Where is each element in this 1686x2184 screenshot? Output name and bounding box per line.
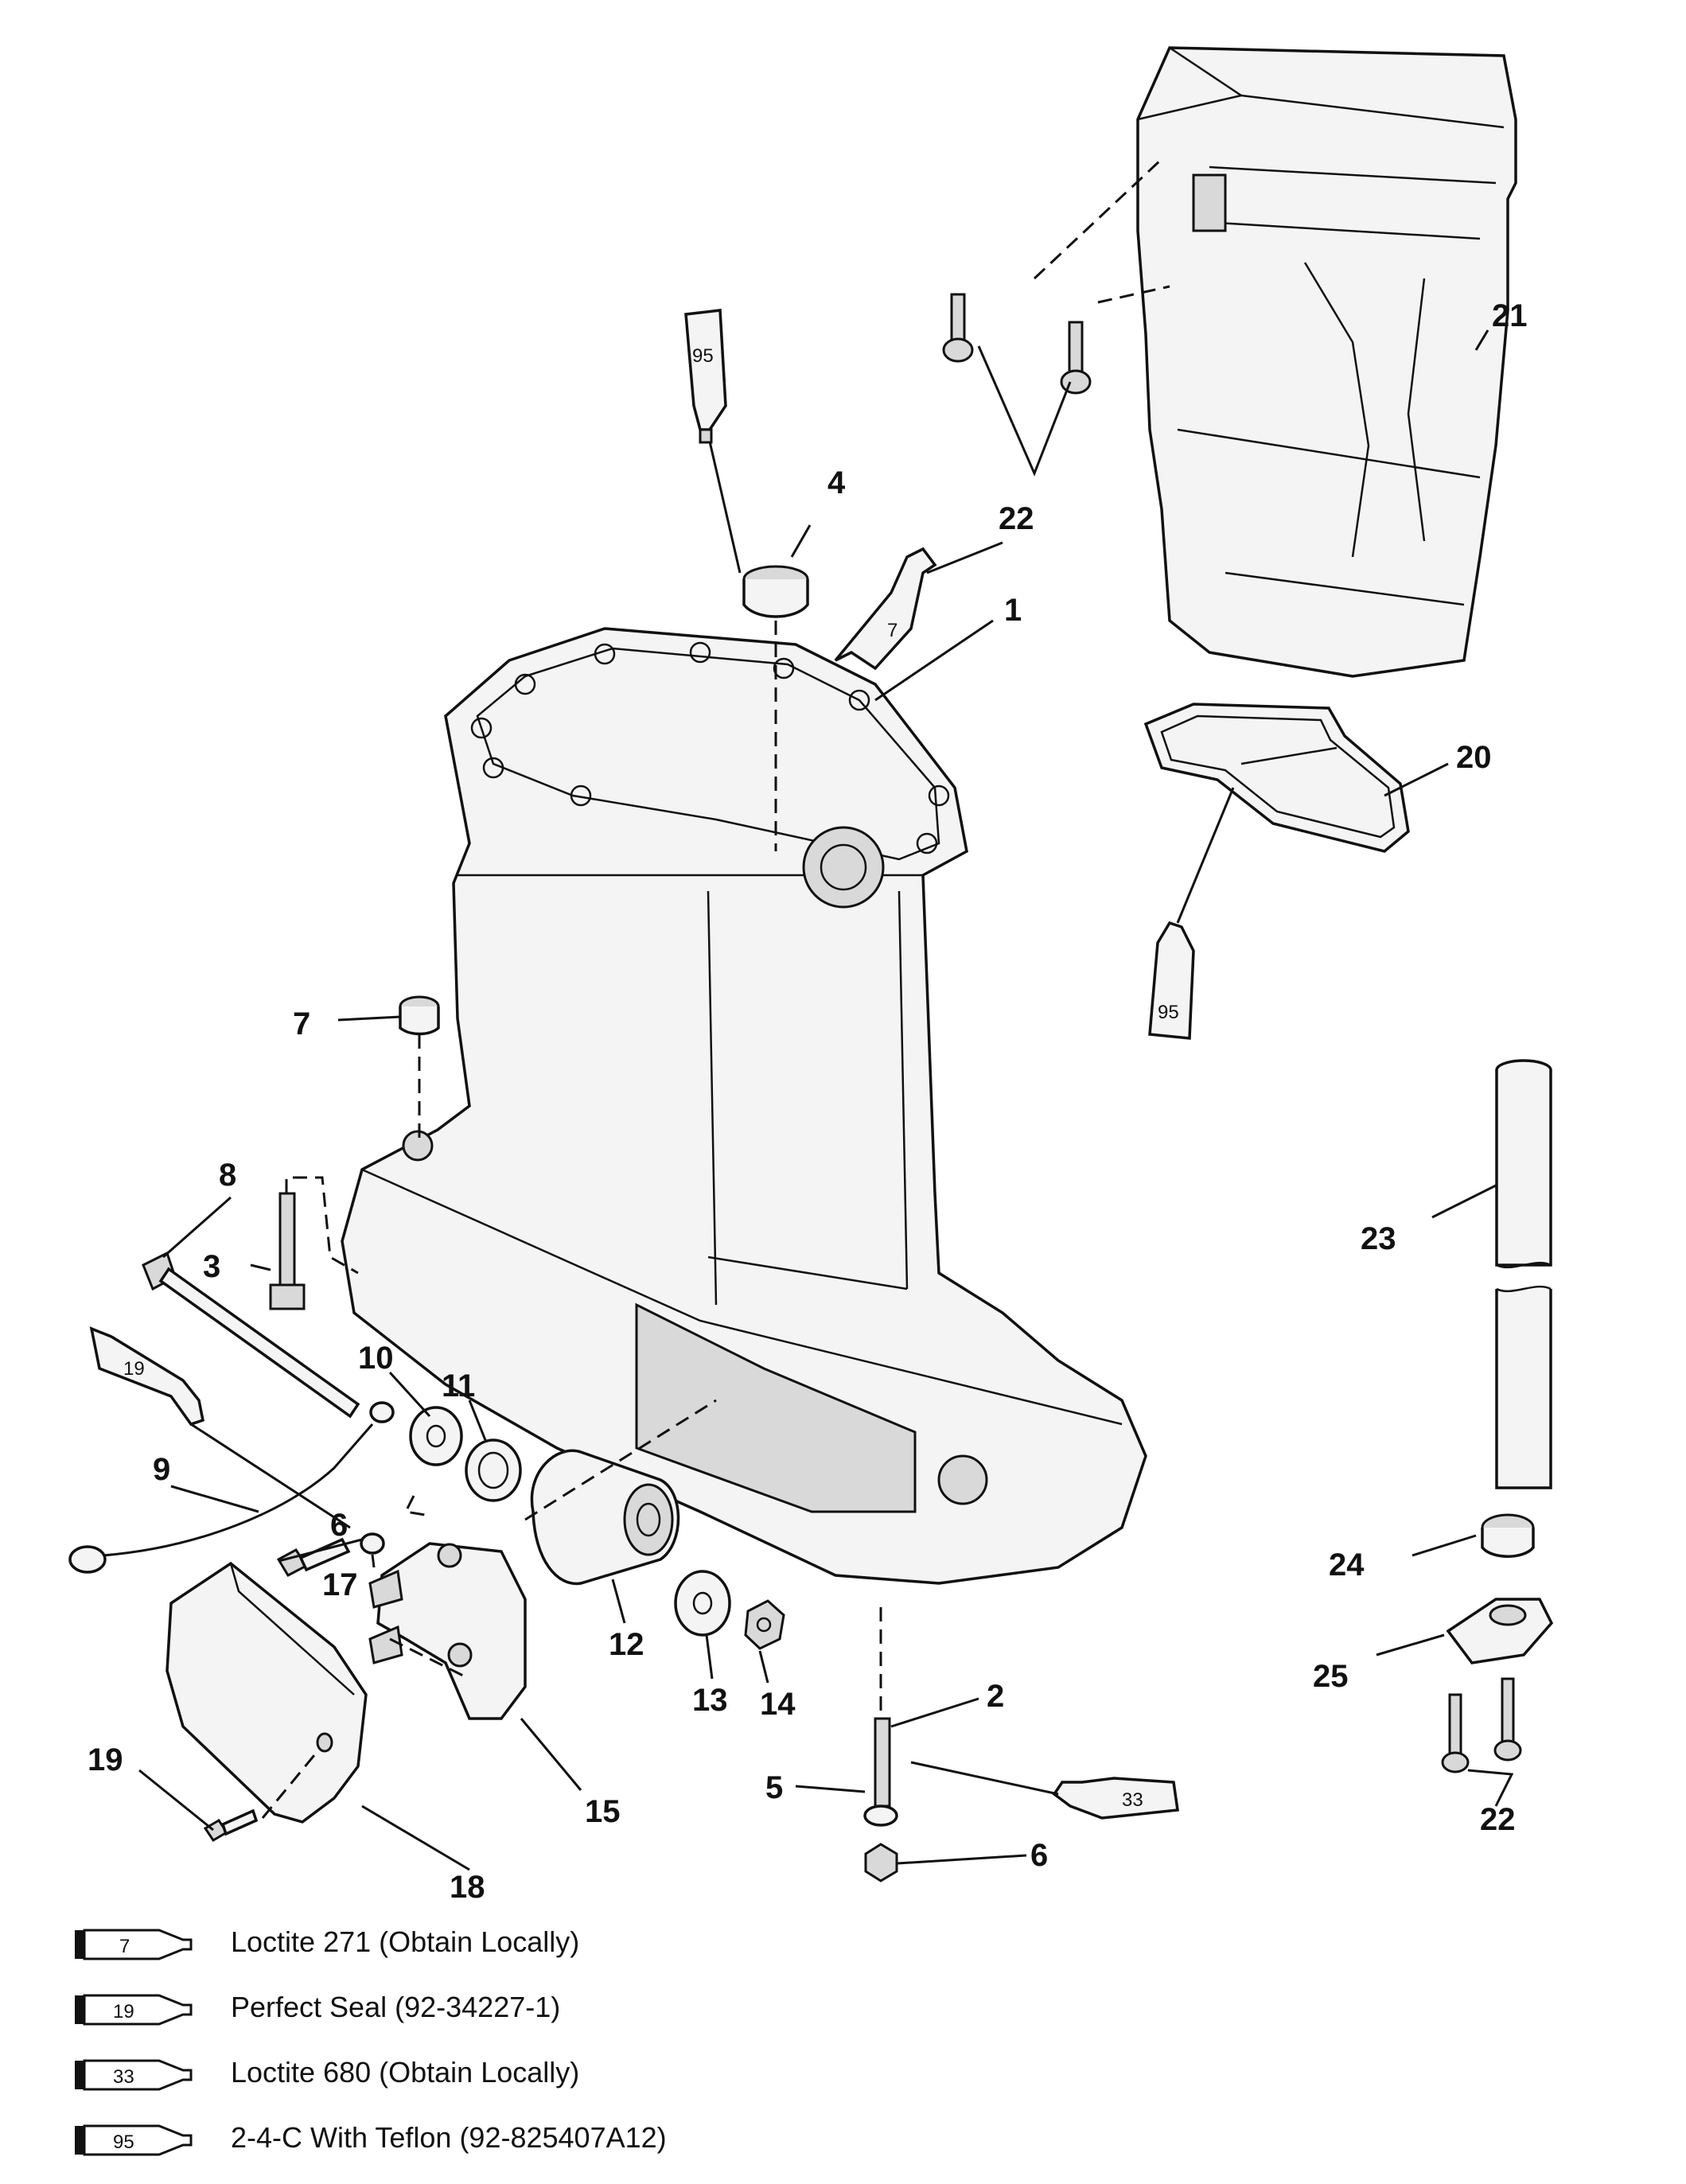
callout-12: 12 (609, 1627, 644, 1662)
washer-part-13 (674, 1570, 731, 1637)
callout-21: 21 (1492, 298, 1528, 333)
callout-6-right: 6 (1030, 1838, 1048, 1873)
sealant-tube-95-lower: 95 (1148, 921, 1195, 1040)
tube-icon: 95 (75, 2124, 193, 2156)
nut-part-6-right (864, 1843, 898, 1882)
gasket-part-20 (1143, 703, 1410, 853)
callout-25: 25 (1313, 1659, 1349, 1694)
legend-row-7: 7 Loctite 271 (Obtain Locally) (72, 1917, 1186, 1983)
legend-text-33: Loctite 680 (Obtain Locally) (231, 2056, 580, 2089)
driveshaft-housing-part-1 (341, 627, 1147, 1585)
callout-19: 19 (88, 1742, 123, 1777)
legend-tube-95-label: 95 (113, 2131, 134, 2153)
legend-tube-19-label: 19 (113, 2001, 134, 2022)
legend-text-95: 2-4-C With Teflon (92-825407A12) (231, 2121, 667, 2154)
legend-text-19: Perfect Seal (92-34227-1) (231, 1991, 561, 2023)
washer-part-11 (465, 1438, 522, 1502)
callout-6-left: 6 (330, 1508, 348, 1543)
callout-1: 1 (1004, 593, 1022, 628)
callout-22-right: 22 (1480, 1802, 1516, 1837)
screw-part-3 (269, 1192, 306, 1310)
cover-part-18 (165, 1561, 368, 1824)
callout-24: 24 (1329, 1547, 1365, 1583)
callout-17: 17 (322, 1567, 358, 1602)
water-tube-guide-part-25 (1441, 1598, 1554, 1773)
legend-row-33: 33 Loctite 680 (Obtain Locally) (72, 2048, 1186, 2113)
plug-part-7 (399, 995, 440, 1036)
tube-33-label: 33 (1122, 1789, 1143, 1811)
tube-95-upper-label: 95 (692, 345, 714, 367)
callout-numbers: 1 2 3 4 5 6 6 7 8 9 10 11 12 13 14 15 17… (88, 298, 1528, 1905)
tube-icon: 19 (75, 1994, 193, 2026)
legend-tube-33-label: 33 (113, 2066, 134, 2088)
legend-text-7: Loctite 271 (Obtain Locally) (231, 1925, 580, 1958)
callout-10: 10 (358, 1341, 394, 1376)
callout-11: 11 (442, 1368, 475, 1403)
callout-4: 4 (827, 465, 846, 500)
screw-part-19 (203, 1808, 259, 1843)
screws-part-22-upper (942, 293, 1092, 395)
adaptor-plate-part-21 (1136, 46, 1517, 678)
callout-8: 8 (219, 1158, 236, 1193)
callout-20: 20 (1456, 740, 1492, 775)
seal-part-4 (742, 565, 809, 618)
legend-row-95: 95 2-4-C With Teflon (92-825407A12) (72, 2113, 1186, 2178)
nut-part-14 (744, 1599, 785, 1650)
sealant-tube-33: 33 (1052, 1777, 1179, 1820)
ground-strap-part-9 (68, 1401, 395, 1574)
callout-14: 14 (760, 1687, 796, 1722)
assembly-dash-lines (261, 158, 1170, 1819)
stud-part-2 (874, 1717, 891, 1808)
callout-18: 18 (450, 1870, 485, 1905)
tube-icon: 33 (75, 2059, 193, 2091)
bolt-part-8 (142, 1251, 360, 1419)
tube-7-label: 7 (887, 620, 898, 641)
callout-2: 2 (987, 1679, 1004, 1714)
washer-part-10 (409, 1406, 463, 1466)
leader-lines (138, 329, 1514, 1871)
water-tube-part-23 (1495, 1059, 1552, 1489)
sealant-tube-19: 19 (89, 1326, 205, 1427)
legend-tube-7-label: 7 (119, 1936, 130, 1957)
sealant-tube-95-upper: 95 (684, 309, 727, 444)
callout-3: 3 (203, 1249, 220, 1284)
sealant-legend: 7 Loctite 271 (Obtain Locally) 19 Perfec… (72, 1917, 1186, 2178)
lock-washer-part-17 (360, 1532, 385, 1555)
tube-icon: 7 (75, 1929, 193, 1960)
washer-part-5 (863, 1804, 898, 1827)
callout-9: 9 (153, 1452, 170, 1487)
legend-row-19: 19 Perfect Seal (92-34227-1) (72, 1983, 1186, 2048)
callout-22-upper: 22 (999, 501, 1034, 536)
tube-19-label: 19 (123, 1358, 145, 1380)
tube-95-lower-label: 95 (1158, 1002, 1179, 1023)
rubber-mount-part-12 (530, 1449, 680, 1586)
seal-part-24 (1481, 1513, 1535, 1558)
callout-5: 5 (765, 1770, 783, 1805)
callout-23: 23 (1361, 1221, 1396, 1256)
callout-7: 7 (293, 1006, 310, 1041)
callout-13: 13 (692, 1683, 728, 1718)
sealant-tube-7: 7 (834, 547, 937, 671)
callout-15: 15 (585, 1794, 621, 1829)
mount-bracket-part-15 (368, 1542, 527, 1720)
